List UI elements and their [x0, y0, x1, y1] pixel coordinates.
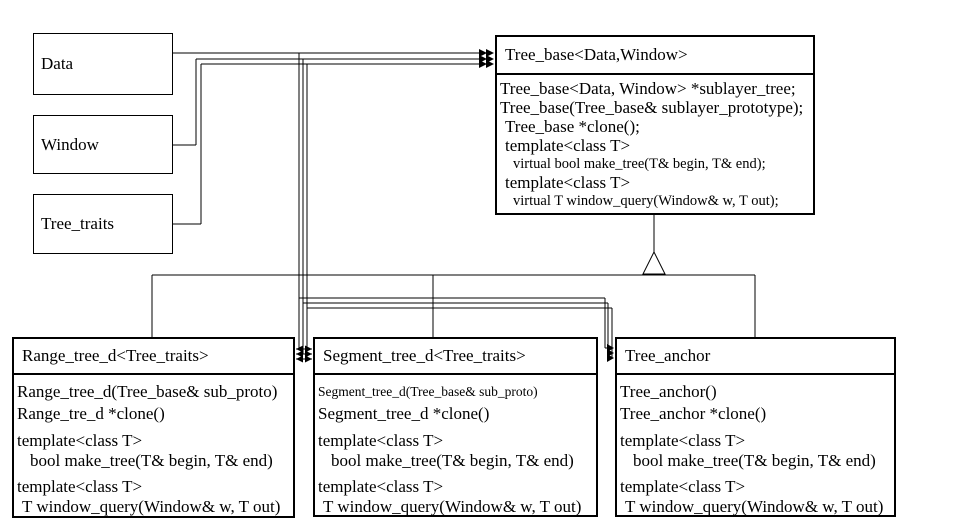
class-title: Range_tree_d<Tree_traits>: [14, 339, 293, 375]
member-line: virtual T window_query(Window& w, T out)…: [513, 193, 779, 209]
member-line: template<class T>: [505, 136, 631, 155]
member-line: Segment_tree_d *clone(): [318, 404, 490, 423]
member-line: template<class T>: [620, 477, 746, 496]
param-box-label: Data: [41, 54, 74, 73]
member-line: T window_query(Window& w, T out): [22, 497, 281, 516]
class-box-tree-base: Tree_base<Data,Window> Tree_base<Data, W…: [495, 35, 815, 215]
inheritance-lines-group: [151, 215, 756, 337]
member-line: bool make_tree(T& begin, T& end): [331, 451, 574, 470]
member-line: template<class T>: [318, 477, 444, 496]
class-members: Range_tree_d(Tree_base& sub_proto) Range…: [14, 375, 293, 517]
member-line: Segment_tree_d(Tree_base& sub_proto): [318, 384, 538, 399]
class-members: Tree_base<Data, Window> *sublayer_tree; …: [497, 75, 813, 210]
class-box-range-tree-d: Range_tree_d<Tree_traits> Range_tree_d(T…: [12, 337, 295, 518]
member-line: bool make_tree(T& begin, T& end): [30, 451, 273, 470]
param-box-data: Data: [33, 33, 173, 95]
class-box-segment-tree-d: Segment_tree_d<Tree_traits> Segment_tree…: [313, 337, 598, 517]
member-line: template<class T>: [17, 477, 143, 496]
member-line: template<class T>: [620, 431, 746, 450]
member-line: bool make_tree(T& begin, T& end): [633, 451, 876, 470]
class-title: Tree_base<Data,Window>: [497, 37, 813, 75]
member-line: template<class T>: [318, 431, 444, 450]
member-line: Tree_base(Tree_base& sublayer_prototype)…: [500, 98, 804, 117]
member-line: T window_query(Window& w, T out): [323, 497, 582, 516]
class-title: Tree_anchor: [617, 339, 894, 375]
param-box-tree-traits: Tree_traits: [33, 194, 173, 254]
member-line: Tree_anchor(): [620, 382, 717, 401]
member-line: Tree_base *clone();: [505, 117, 640, 136]
member-line: Range_tre_d *clone(): [17, 404, 165, 423]
class-members: Segment_tree_d(Tree_base& sub_proto) Seg…: [315, 375, 596, 517]
member-line: template<class T>: [505, 173, 631, 192]
param-box-window: Window: [33, 115, 173, 174]
param-box-label: Tree_traits: [41, 214, 115, 233]
member-line: Range_tree_d(Tree_base& sub_proto): [17, 382, 278, 401]
inheritance-triangle-icon: [642, 250, 666, 275]
class-title: Segment_tree_d<Tree_traits>: [315, 339, 596, 375]
param-box-label: Window: [41, 134, 99, 154]
member-line: Tree_base<Data, Window> *sublayer_tree;: [500, 79, 796, 98]
member-line: Tree_anchor *clone(): [620, 404, 767, 423]
member-line: virtual bool make_tree(T& begin, T& end)…: [513, 156, 766, 172]
uses-arrow-icons: [296, 49, 614, 363]
class-members: Tree_anchor() Tree_anchor *clone() templ…: [617, 375, 894, 517]
member-line: T window_query(Window& w, T out): [625, 497, 884, 516]
class-box-tree-anchor: Tree_anchor Tree_anchor() Tree_anchor *c…: [615, 337, 896, 517]
uses-lines-group: [173, 52, 613, 360]
member-line: template<class T>: [17, 431, 143, 450]
